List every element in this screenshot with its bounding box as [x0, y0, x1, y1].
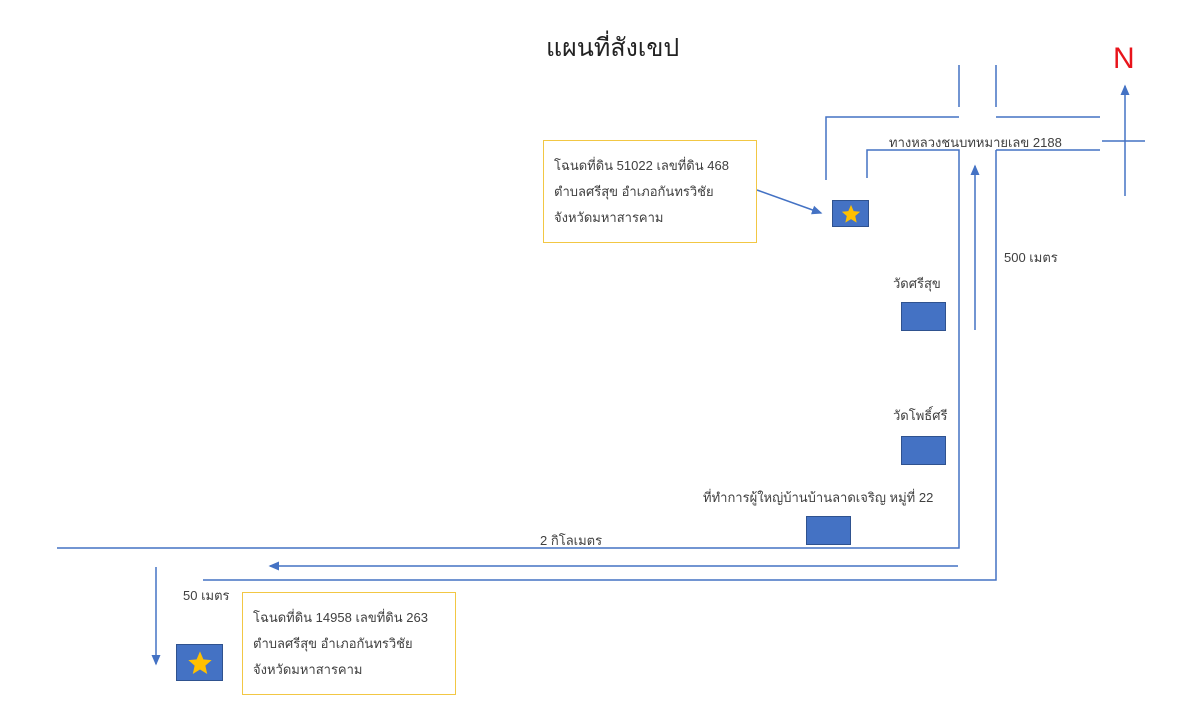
plot-marker-2 — [176, 644, 223, 681]
plot-callout-1: โฉนดที่ดิน 51022 เลขที่ดิน 468 ตำบลศรีสุ… — [543, 140, 757, 243]
plot-callout-2: โฉนดที่ดิน 14958 เลขที่ดิน 263 ตำบลศรีสุ… — [242, 592, 456, 695]
distance-50m: 50 เมตร — [183, 588, 230, 603]
plot-1-line: ตำบลศรีสุข อำเภอกันทรวิชัย — [554, 184, 714, 199]
distance-500m: 500 เมตร — [1004, 250, 1058, 265]
plot-2-line: ตำบลศรีสุข อำเภอกันทรวิชัย — [253, 636, 413, 651]
landmark-label-wat-si-suk: วัดศรีสุข — [893, 276, 941, 291]
landmark-label-village-office: ที่ทำการผู้ใหญ่บ้านบ้านลาดเจริญ หมู่ที่ … — [703, 490, 934, 505]
landmark-label-wat-pho-si: วัดโพธิ์ศรี — [893, 408, 948, 423]
map-title: แผนที่สังเขป — [546, 34, 680, 62]
road-label: ทางหลวงชนบทหมายเลข 2188 — [889, 135, 1062, 150]
north-label: N — [1113, 42, 1135, 75]
plot-marker-1 — [832, 200, 869, 227]
landmark-village-office — [806, 516, 851, 545]
road-edge — [958, 65, 997, 107]
plot-1-line: โฉนดที่ดิน 51022 เลขที่ดิน 468 — [554, 158, 729, 173]
landmark-wat-pho-si — [901, 436, 946, 465]
road-edge — [57, 149, 1100, 581]
star-icon — [841, 204, 860, 223]
distance-2km: 2 กิโลเมตร — [540, 533, 603, 548]
plot-2-line: โฉนดที่ดิน 14958 เลขที่ดิน 263 — [253, 610, 428, 625]
plot-1-line: จังหวัดมหาสารคาม — [554, 210, 664, 225]
callout-pointer — [756, 189, 823, 215]
plot-2-line: จังหวัดมหาสารคาม — [253, 662, 363, 677]
landmark-wat-si-suk — [901, 302, 946, 331]
star-icon — [187, 650, 212, 674]
road-edge — [825, 116, 1100, 180]
